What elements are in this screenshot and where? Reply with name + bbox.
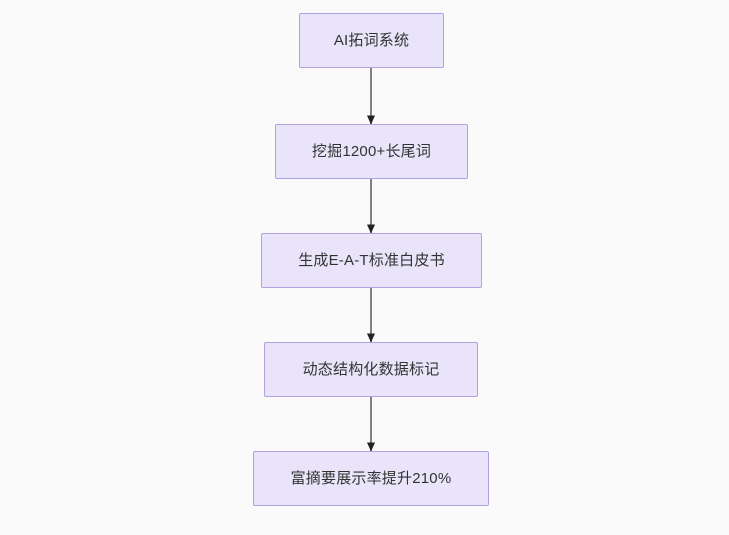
flow-node-ai-keyword-system[interactable]: AI拓词系统 xyxy=(299,13,444,68)
flow-node-label: 挖掘1200+长尾词 xyxy=(311,142,432,160)
flow-node-generate-eat-whitepaper[interactable]: 生成E-A-T标准白皮书 xyxy=(261,233,482,288)
flow-node-label: 生成E-A-T标准白皮书 xyxy=(298,251,445,269)
flow-node-label: AI拓词系统 xyxy=(333,31,410,49)
flow-node-rich-snippet-rate-increase[interactable]: 富摘要展示率提升210% xyxy=(253,451,489,506)
flow-node-dynamic-structured-data-markup[interactable]: 动态结构化数据标记 xyxy=(264,342,478,397)
flow-node-mine-longtail-keywords[interactable]: 挖掘1200+长尾词 xyxy=(275,124,468,179)
flow-node-label: 富摘要展示率提升210% xyxy=(290,469,452,487)
flow-node-label: 动态结构化数据标记 xyxy=(302,360,440,378)
